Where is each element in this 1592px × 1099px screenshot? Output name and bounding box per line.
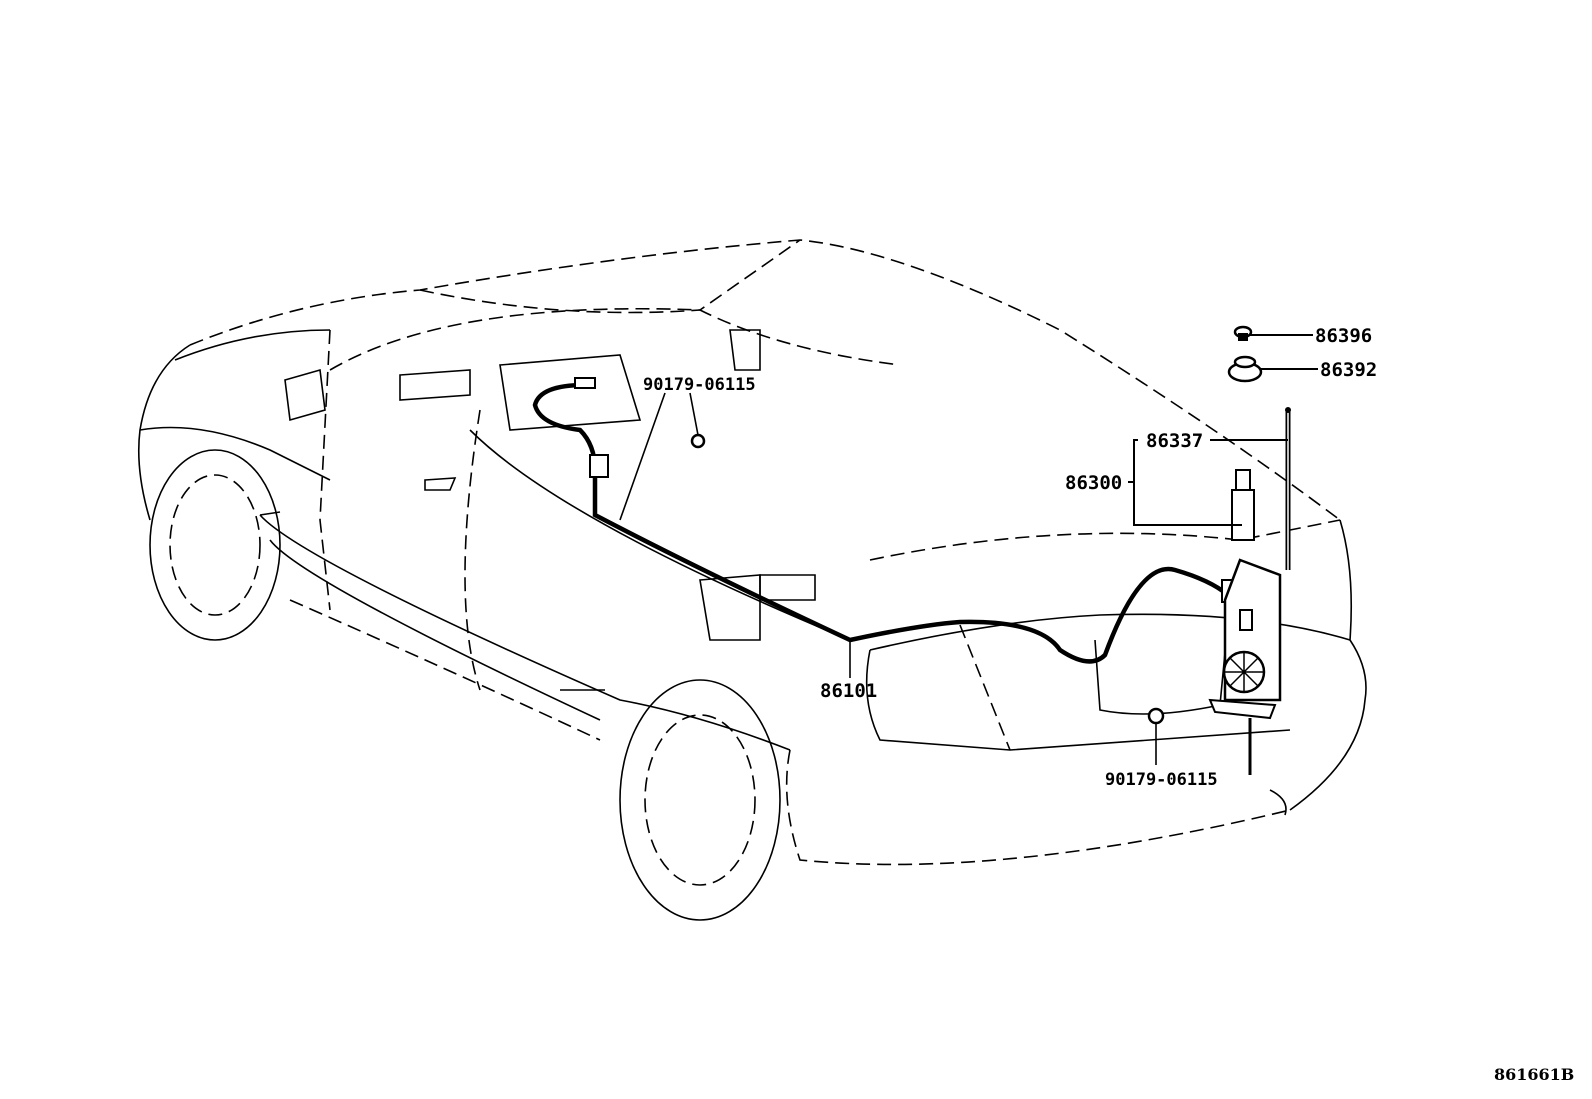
diagram-code: 861661B — [1494, 1065, 1574, 1084]
label-86392: 86392 — [1320, 359, 1377, 381]
car-body-outline — [137, 239, 1367, 866]
rear-wheel — [619, 679, 781, 921]
label-90179-06115-front: 90179-06115 — [643, 375, 756, 395]
front-wheel — [149, 449, 281, 641]
antenna-assembly — [1208, 407, 1291, 775]
nut-rear — [1147, 707, 1165, 725]
radio-connector — [574, 377, 596, 389]
label-86101: 86101 — [820, 680, 877, 702]
nut-86392 — [1227, 355, 1263, 383]
label-86337: 86337 — [1146, 430, 1203, 452]
cord-junction — [589, 454, 609, 478]
label-86396: 86396 — [1315, 325, 1372, 347]
antenna-cord-86101 — [532, 382, 1231, 664]
label-86300: 86300 — [1065, 472, 1122, 494]
nut-front — [690, 433, 706, 449]
leader-lines — [619, 334, 1318, 765]
label-90179-06115-rear: 90179-06115 — [1105, 770, 1218, 790]
cap-86396 — [1233, 325, 1253, 341]
